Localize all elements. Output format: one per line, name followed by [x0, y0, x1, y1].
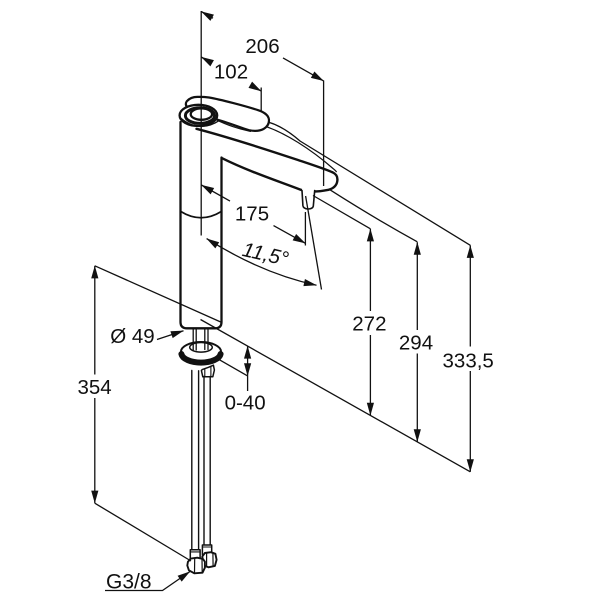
svg-text:333,5: 333,5 — [443, 350, 494, 373]
svg-text:354: 354 — [77, 376, 111, 399]
svg-text:11,5°: 11,5° — [240, 238, 291, 271]
svg-text:102: 102 — [214, 61, 248, 84]
svg-text:Ø 49: Ø 49 — [110, 325, 154, 348]
svg-text:294: 294 — [399, 332, 433, 355]
svg-text:272: 272 — [352, 313, 386, 336]
svg-text:0-40: 0-40 — [225, 392, 266, 415]
svg-text:206: 206 — [245, 35, 279, 58]
svg-text:G3/8: G3/8 — [106, 571, 152, 594]
svg-text:175: 175 — [235, 203, 269, 226]
